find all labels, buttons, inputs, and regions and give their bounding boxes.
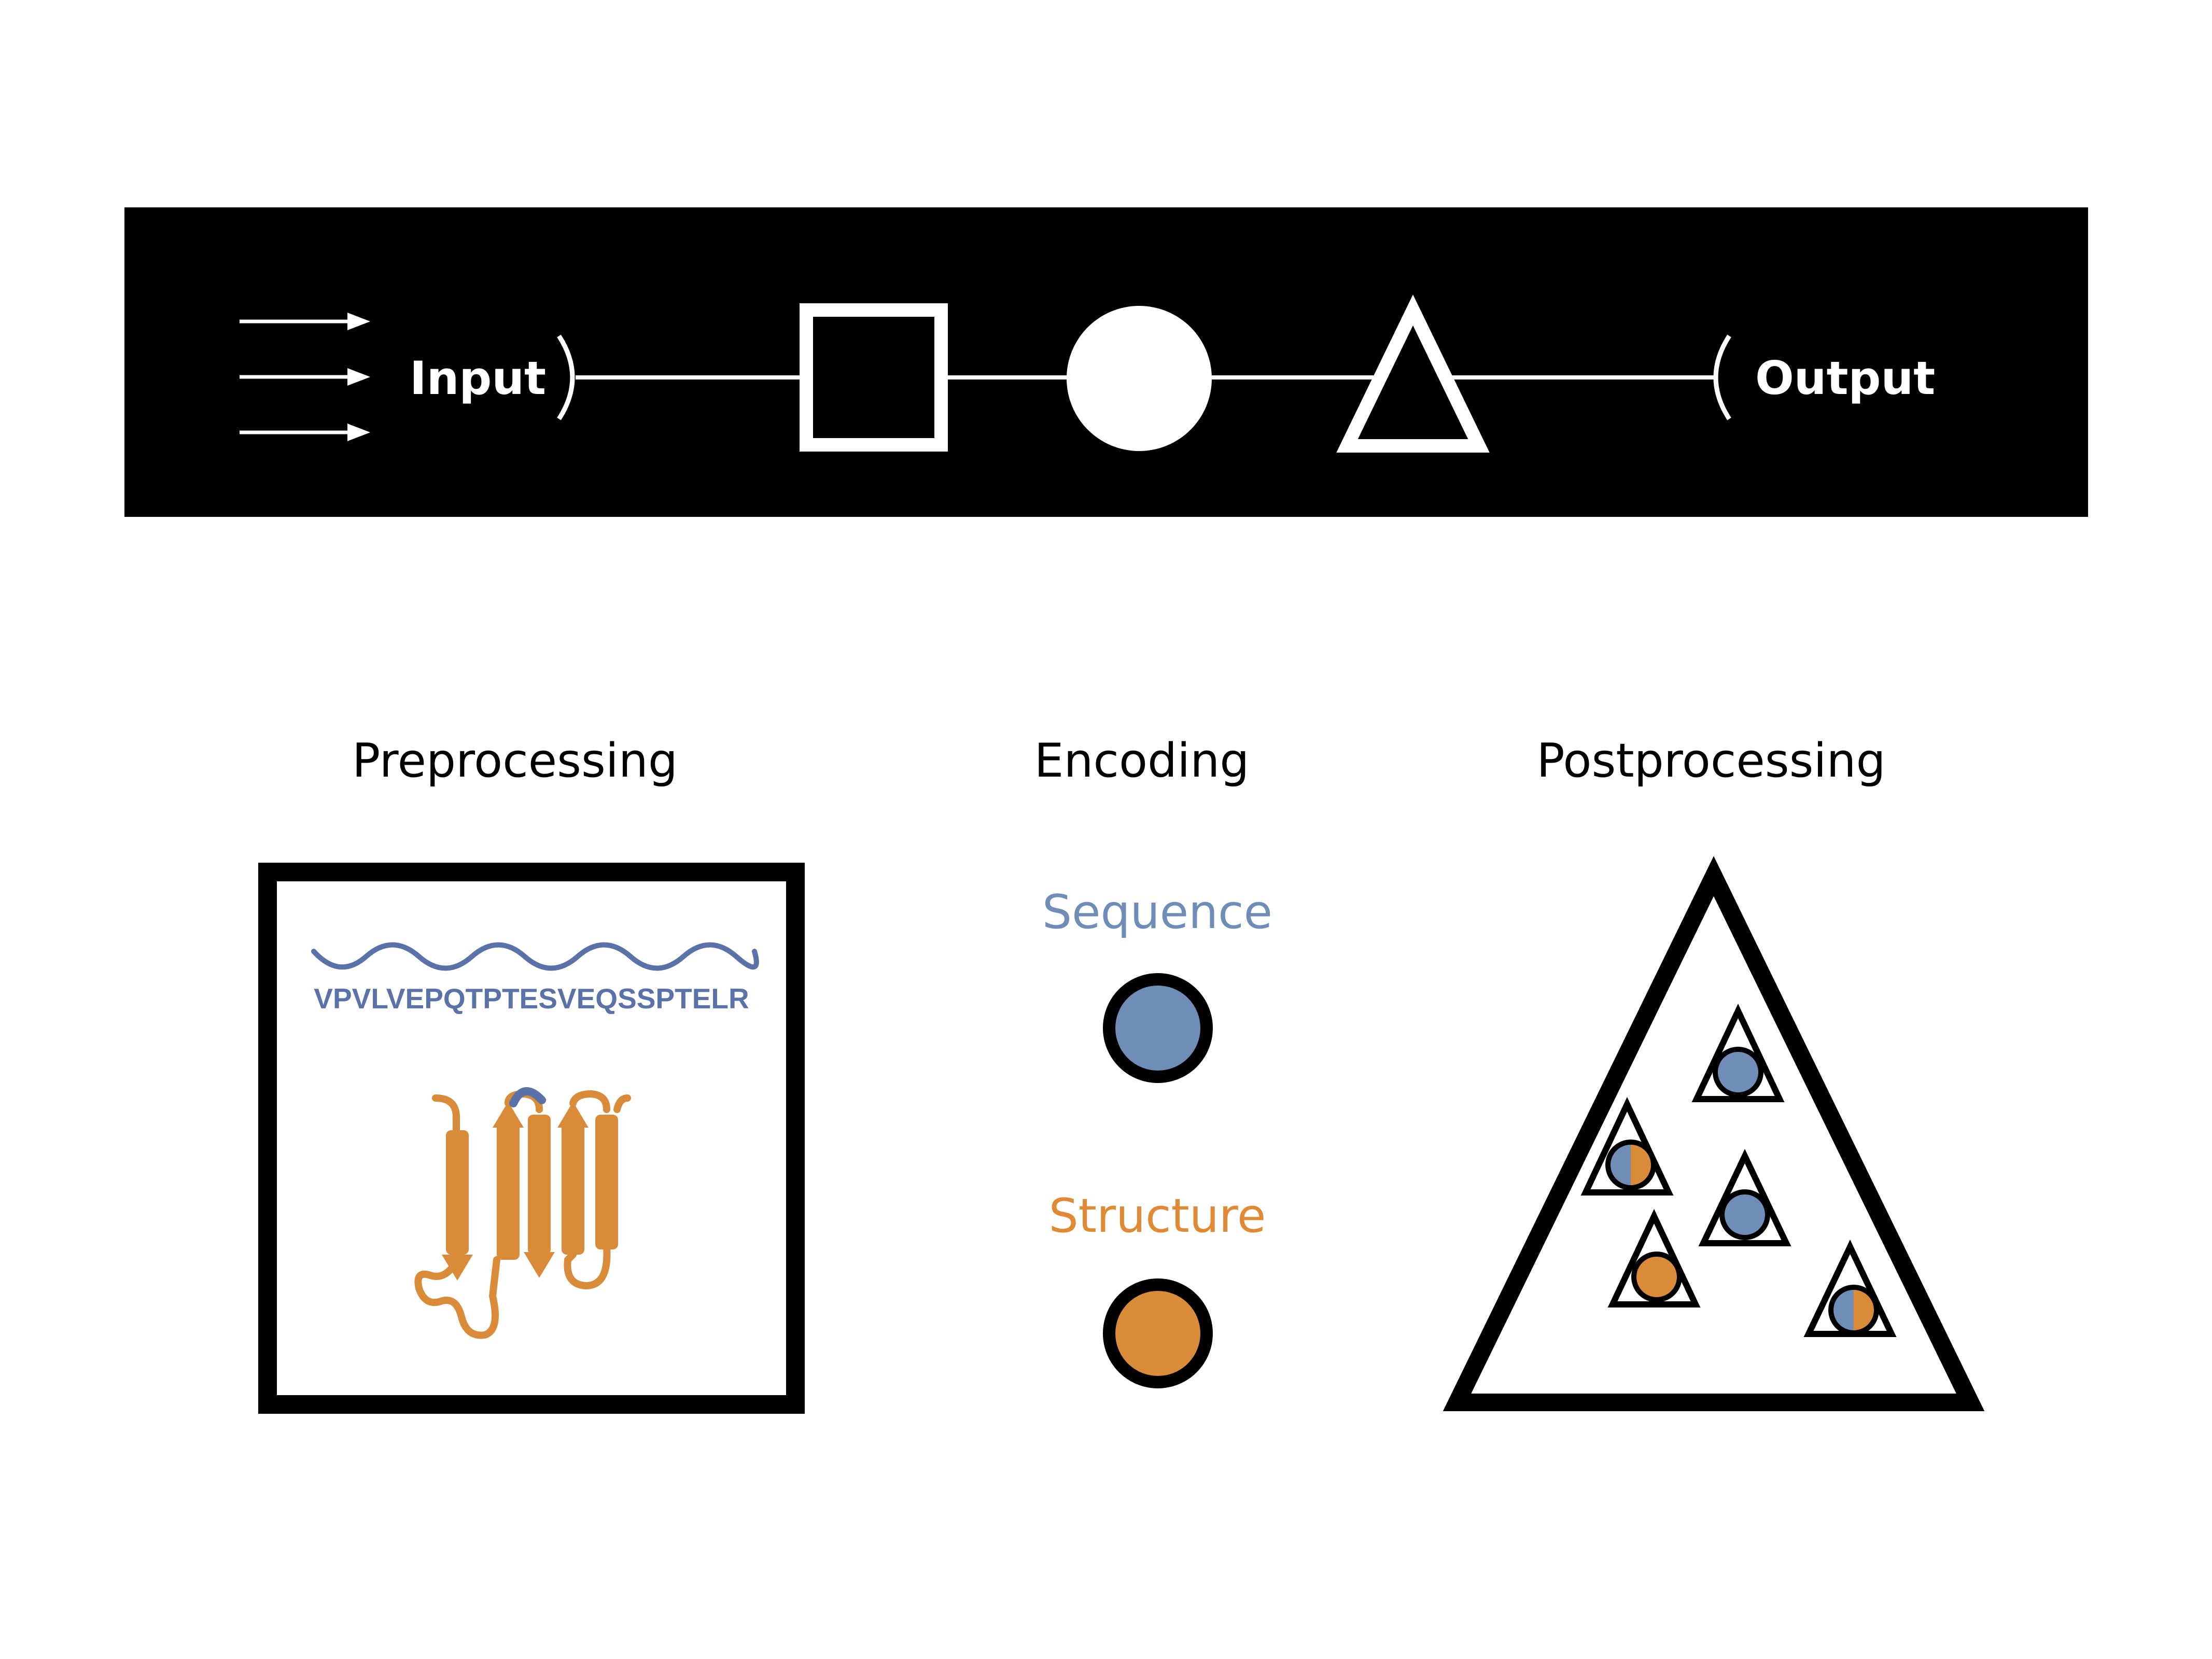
stage-heading-preprocessing: Preprocessing: [352, 734, 678, 788]
structure-label: Structure: [1049, 1189, 1266, 1243]
postprocessing-triangle-icon: [1336, 294, 1490, 453]
encoding-circle-icon: [1067, 306, 1212, 451]
result-item-mixed-1: [1580, 1096, 1674, 1196]
preprocessing-square-icon: [800, 303, 948, 452]
result-item-structure-1: [1607, 1208, 1701, 1307]
input-bracket-icon: [557, 334, 575, 420]
stage-heading-postprocessing: Postprocessing: [1536, 734, 1885, 788]
output-bracket-icon: [1713, 334, 1731, 420]
input-arrows-icon: [240, 313, 370, 441]
sequence-label: Sequence: [1042, 885, 1272, 939]
result-item-sequence-1: [1691, 1003, 1785, 1102]
protein-structure-icon: [414, 1090, 631, 1339]
result-item-sequence-2: [1698, 1149, 1791, 1246]
sequence-wave-icon: [311, 942, 759, 971]
stage-heading-encoding: Encoding: [1034, 734, 1250, 788]
sequence-node-icon: [1103, 973, 1213, 1083]
structure-highlight-icon: [509, 1087, 546, 1107]
output-label: Output: [1755, 352, 1935, 405]
result-item-mixed-2: [1803, 1240, 1897, 1337]
input-label: Input: [410, 352, 546, 405]
postprocessing-frame: [1443, 856, 1985, 1411]
protein-sequence-text: VPVLVEPQTPTESVEQSSPTELR: [314, 982, 749, 1015]
structure-node-icon: [1103, 1278, 1213, 1388]
